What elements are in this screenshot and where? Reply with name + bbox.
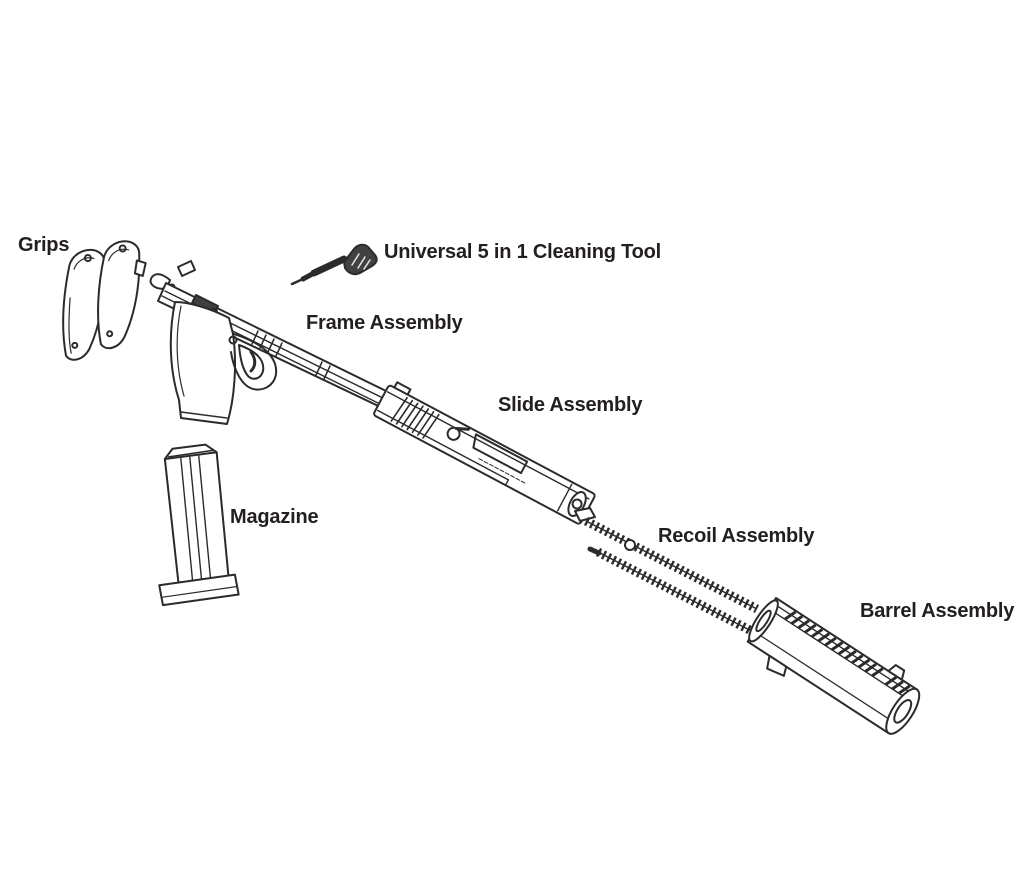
ejection-port <box>472 433 529 475</box>
muzzle-bore <box>893 698 913 724</box>
guide-rod-lower-stub <box>587 546 602 556</box>
cleaning-tool-label: Universal 5 in 1 Cleaning Tool <box>384 241 662 263</box>
barrel-lug <box>766 654 788 677</box>
magazine-body-lines <box>180 455 213 591</box>
frame-assembly-label: Frame Assembly <box>306 312 463 334</box>
tool-handle-hatch <box>351 253 371 270</box>
guide-rod-head <box>574 507 596 522</box>
magazine-follower <box>168 449 214 458</box>
magazine-drawing <box>158 443 240 607</box>
cleaning-tool-drawing <box>290 243 378 286</box>
grip-panel-right <box>97 240 147 350</box>
tool-handle <box>343 243 378 276</box>
barrel-assembly-drawing <box>746 597 921 735</box>
barrel-rib-serrations <box>784 610 911 695</box>
recoil-assembly-label: Recoil Assembly <box>658 525 815 547</box>
mag-release <box>228 335 238 345</box>
recoil-assembly-drawing <box>574 507 778 647</box>
magazine-label: Magazine <box>230 506 319 528</box>
trigger-guard <box>230 333 278 391</box>
slide-serrations <box>390 396 440 439</box>
front-sight <box>887 664 906 681</box>
trigger <box>249 350 257 373</box>
spring-washer <box>624 539 636 551</box>
trigger-guard-inner <box>238 344 265 380</box>
slide-assembly-drawing <box>373 381 596 525</box>
grip-screw-hole <box>83 254 92 263</box>
barrel-assembly-label: Barrel Assembly <box>860 600 1015 622</box>
guide-rod-lower <box>599 552 768 640</box>
magwell-line <box>180 411 228 419</box>
grip-screw-hole <box>106 330 114 338</box>
grip-screw-hole <box>71 341 79 349</box>
slide-engraving <box>478 458 528 485</box>
grip-frame <box>169 301 236 425</box>
frame-assembly-drawing <box>149 260 398 425</box>
guide-rod-upper <box>587 521 756 609</box>
tool-shaft <box>310 255 348 277</box>
magazine-baseplate <box>158 573 240 607</box>
safety-lever-arm <box>454 427 470 431</box>
rear-sight <box>177 260 196 277</box>
grips-label: Grips <box>18 234 70 256</box>
magazine-body <box>163 451 231 594</box>
slide-assembly-label: Slide Assembly <box>498 394 643 416</box>
magazine-feed-lips <box>163 443 218 461</box>
grips-part-drawing <box>62 240 147 361</box>
grip-screw-hole <box>118 244 127 253</box>
